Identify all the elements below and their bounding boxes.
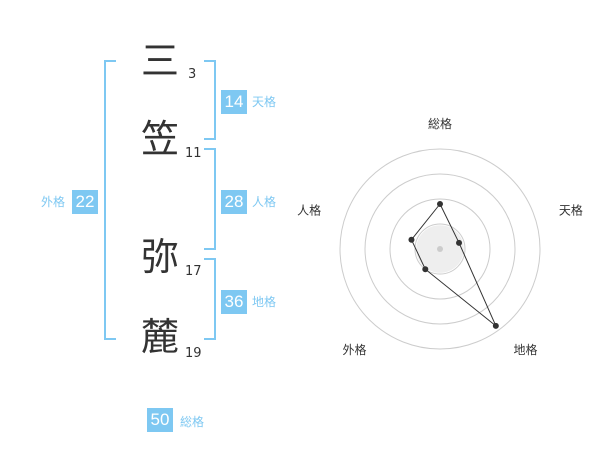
stroke-count-3: 17 <box>185 264 202 279</box>
radar-axis-label-4: 人格 <box>297 202 321 217</box>
chikaku-label: 地格 <box>252 295 277 309</box>
chikaku-bracket <box>204 258 216 340</box>
name-char-2: 笠 <box>141 117 180 161</box>
jinkaku-label: 人格 <box>252 195 277 209</box>
gaikaku-value: 22 <box>72 190 98 214</box>
radar-ring-1 <box>414 223 466 275</box>
name-char-3: 弥 <box>141 235 180 279</box>
soukaku-label: 総格 <box>180 415 205 429</box>
jinkaku-value: 28 <box>221 190 247 214</box>
radar-point-2 <box>492 322 499 329</box>
soukaku-value: 50 <box>147 408 173 432</box>
tenkaku-label: 天格 <box>252 95 277 109</box>
radar-axis-label-3: 外格 <box>343 342 367 357</box>
radar-ring-2 <box>389 198 491 300</box>
gaikaku-label: 外格 <box>41 195 66 209</box>
name-char-4: 麓 <box>141 315 180 359</box>
stroke-count-2: 11 <box>185 146 202 161</box>
radar-point-1 <box>456 239 463 246</box>
tenkaku-value: 14 <box>221 90 247 114</box>
jinkaku-bracket <box>204 148 216 250</box>
tenkaku-bracket <box>204 60 216 140</box>
radar-axis-label-0: 総格 <box>428 116 452 131</box>
radar-axis-label-1: 天格 <box>559 202 583 217</box>
radar-axis-label-2: 地格 <box>513 342 537 357</box>
chikaku-value: 36 <box>221 290 247 314</box>
radar-point-4 <box>408 236 415 243</box>
name-char-1: 三 <box>141 39 180 83</box>
gaikaku-bracket <box>104 60 116 340</box>
radar-ring-3 <box>364 173 516 325</box>
radar-polygon <box>410 203 497 327</box>
radar-point-3 <box>422 266 429 273</box>
radar-ring-4 <box>339 148 541 350</box>
radar-center-dot <box>437 246 443 252</box>
stroke-count-4: 19 <box>185 346 202 361</box>
stroke-count-1: 3 <box>188 67 197 82</box>
radar-point-0 <box>437 201 443 207</box>
